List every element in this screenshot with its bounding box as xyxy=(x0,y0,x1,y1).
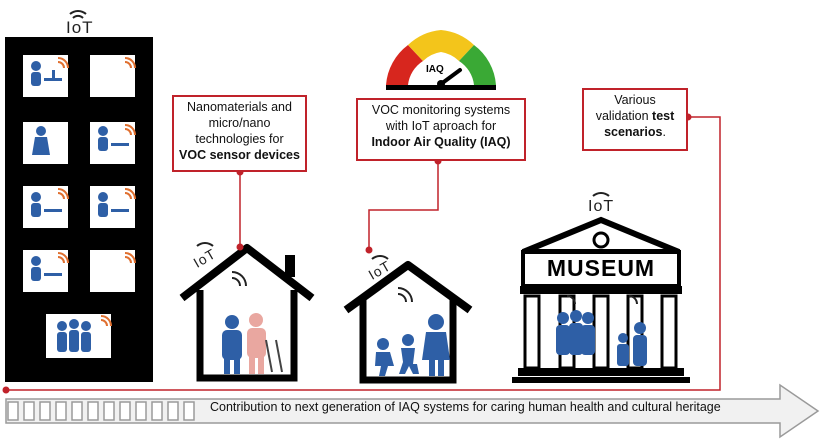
callout-nano-bold: VOC sensor devices xyxy=(179,148,300,162)
callout-nano-line2: micro/nano xyxy=(208,116,271,130)
callout-voc-monitoring: VOC monitoring systems with IoT aproach … xyxy=(356,98,526,161)
gauge-label: IAQ xyxy=(426,64,444,75)
office-workers-icon xyxy=(31,61,129,352)
house-elderly xyxy=(179,242,315,382)
connector-lines xyxy=(6,116,721,391)
callout-nano-materials: Nanomaterials and micro/nano technologie… xyxy=(172,95,307,172)
museum-building xyxy=(512,192,690,383)
callout-valid-bold: scenarios xyxy=(604,125,663,139)
callout-nano-line3: technologies for xyxy=(195,132,284,146)
office-iot-label: IoT xyxy=(66,18,94,37)
iaq-gauge-icon xyxy=(386,30,496,90)
house-family xyxy=(343,255,473,384)
progress-arrow xyxy=(5,383,820,439)
callout-valid-line1: Various xyxy=(614,93,656,107)
arrow-caption: Contribution to next generation of IAQ s… xyxy=(210,400,721,414)
museum-iot-label: IoT xyxy=(588,198,615,215)
callout-valid-line2a: validation xyxy=(595,109,653,123)
arrow-segments xyxy=(7,401,195,421)
callout-voc-bold: Indoor Air Quality (IAQ) xyxy=(371,135,511,149)
callout-voc-line2: with IoT aproach for xyxy=(385,119,497,133)
callout-valid-line2b: test xyxy=(652,109,675,123)
museum-sign: MUSEUM xyxy=(546,255,656,281)
callout-nano-line1: Nanomaterials and xyxy=(187,100,292,114)
callout-voc-line1: VOC monitoring systems xyxy=(371,103,511,117)
sensor-signal-icons xyxy=(57,57,136,327)
callout-valid-tail: . xyxy=(662,125,666,139)
callout-validation: Various validation test scenarios. xyxy=(582,88,688,151)
wifi-icon xyxy=(69,10,87,19)
